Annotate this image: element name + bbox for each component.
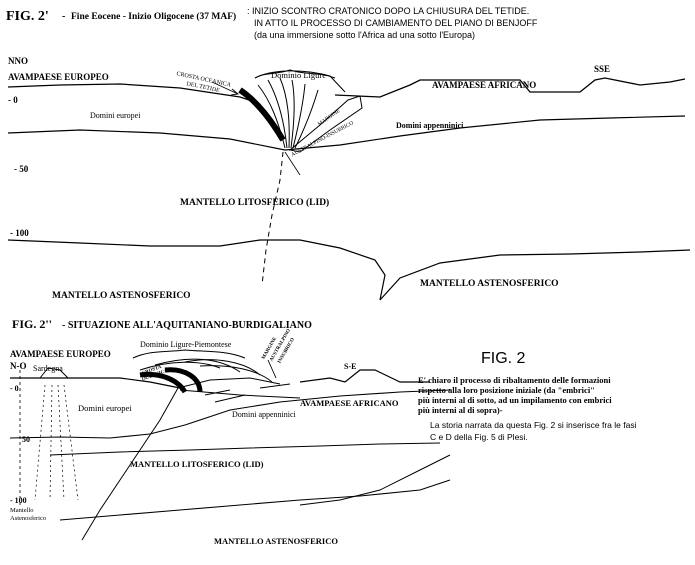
bottom-dash-3 xyxy=(57,384,65,501)
top-mantello-asteno-right: MANTELLO ASTENOSFERICO xyxy=(420,279,559,289)
bottom-lab xyxy=(59,479,451,521)
top-crosta-arrow xyxy=(211,81,239,95)
bottom-cross-section xyxy=(9,349,451,541)
top-imbricate-1 xyxy=(257,84,286,149)
side-bold-1: E' chiaro il processo di ribaltamento de… xyxy=(418,375,611,385)
bottom-crosta-band-1 xyxy=(139,371,188,394)
fig-bottom-title: - SITUAZIONE ALL'AQUITANIANO-BURDIGALIAN… xyxy=(62,320,312,331)
top-lab-right xyxy=(379,249,691,301)
top-imbricate-5 xyxy=(292,83,306,149)
fig-top-caption-2: IN ATTO IL PROCESSO DI CAMBIAMENTO DEL P… xyxy=(254,18,538,28)
top-oceanic-crust-band xyxy=(238,87,286,142)
top-avampaese-europeo: AVAMPAESE EUROPEO xyxy=(8,72,109,82)
bottom-crosta-1: CROSTA xyxy=(141,365,162,377)
top-imbricate-3 xyxy=(279,77,290,149)
bottom-moho-right xyxy=(184,389,451,426)
bottom-dominio-ligure-piemontese: Dominio Ligure-Piemontese xyxy=(140,340,232,349)
bottom-surface-right xyxy=(299,369,430,383)
bottom-avampaese-africano: AVAMPAESE AFRICANO xyxy=(300,398,399,408)
top-imbricate-4 xyxy=(290,79,295,149)
bottom-domini-europei: Domini europei xyxy=(78,403,132,413)
bottom-base-line xyxy=(49,442,441,456)
bottom-se: S-E xyxy=(344,362,356,371)
top-surface-left xyxy=(7,83,256,103)
bottom-moho-left xyxy=(9,424,186,439)
bottom-avampaese-europeo: AVAMPAESE EUROPEO xyxy=(10,349,111,359)
top-depth-0: - 0 xyxy=(8,95,18,105)
bottom-fan-base xyxy=(177,377,281,389)
bottom-fan-4 xyxy=(199,365,273,383)
top-depth-50: - 50 xyxy=(14,164,29,174)
side-bold-2: rispetto alla loro posizione iniziale (d… xyxy=(418,385,595,395)
bottom-subduction-plane xyxy=(81,387,179,541)
top-lab-left xyxy=(7,239,386,301)
top-surface-right xyxy=(334,77,686,98)
bottom-depth-0: - 0 xyxy=(10,384,19,393)
bottom-no: N-O xyxy=(10,361,27,371)
bottom-surface-left xyxy=(10,377,181,389)
bottom-lab-curve xyxy=(299,454,451,506)
bottom-fan-3 xyxy=(184,359,261,376)
bottom-dash-2 xyxy=(49,384,53,501)
bottom-depth-100: - 100 xyxy=(10,496,27,505)
top-crosta-arrowhead xyxy=(230,88,240,96)
top-cross-section xyxy=(7,69,691,301)
bottom-dash-1 xyxy=(34,384,46,501)
bottom-mantello-lito: MANTELLO LITOSFERICO (LID) xyxy=(130,459,264,469)
bottom-depth-50: 50 xyxy=(22,435,30,444)
bottom-thrust-3 xyxy=(259,383,291,389)
fig-top-caption-3: (da una immersione sotto l'Africa ad una… xyxy=(254,30,475,40)
fig-top-period: Fine Eocene - Inizio Oligocene (37 MAF) xyxy=(71,11,236,22)
top-depth-100: - 100 xyxy=(10,228,29,238)
top-slab-hint xyxy=(284,151,301,176)
bottom-sardegna-hill xyxy=(39,367,69,379)
top-moho-left xyxy=(7,129,286,151)
bottom-thrust-1 xyxy=(204,389,231,396)
bottom-mantello-small-2: Astenosferico xyxy=(10,515,46,522)
bottom-crosta-band-2 xyxy=(164,367,203,393)
bottom-domini-appenninici: Domini appenninici xyxy=(232,410,297,419)
side-note-1: La storia narrata da questa Fig. 2 si in… xyxy=(430,420,637,430)
top-margin-wedge xyxy=(288,95,363,153)
fig-top-dash: - xyxy=(62,11,65,22)
top-domini-europei: Domini europei xyxy=(90,111,141,120)
bottom-margine-arrow xyxy=(267,359,277,379)
side-bold-3: più interni al di sotto, ad un impilamen… xyxy=(418,395,612,405)
top-mantello-asteno-left: MANTELLO ASTENOSFERICO xyxy=(52,291,191,301)
top-nno: NNO xyxy=(8,56,28,66)
fig-top-caption-1: : INIZIO SCONTRO CRATONICO DOPO LA CHIUS… xyxy=(247,6,529,16)
side-fig-title: FIG. 2 xyxy=(481,350,526,367)
bottom-mantello-small-1: Mantello xyxy=(10,507,33,514)
top-domini-appenninici: Domini appenninici xyxy=(396,121,464,130)
side-note-2: C e D della Fig. 5 di Plesi. xyxy=(430,432,528,442)
top-dominio-ligure: Dominio Ligure xyxy=(271,70,326,80)
bottom-mantello-asteno: MANTELLO ASTENOSFERICO xyxy=(214,536,338,546)
top-dashed-plane xyxy=(261,151,284,286)
fig-bottom-label: FIG. 2'' xyxy=(12,317,52,331)
fig-top-label: FIG. 2' xyxy=(6,9,49,24)
top-avampaese-africano: AVAMPAESE AFRICANO xyxy=(432,80,536,90)
bottom-sardegna: Sardegna xyxy=(33,364,63,373)
top-imbricate-2 xyxy=(267,79,288,149)
bottom-dash-4 xyxy=(63,384,79,501)
top-sse: SSE xyxy=(594,64,610,74)
bottom-dominio-bracket xyxy=(132,349,246,359)
top-moho-right xyxy=(284,115,686,151)
side-bold-4: più interni al di sopra)- xyxy=(418,405,503,415)
top-mantello-lito: MANTELLO LITOSFERICO (LID) xyxy=(180,197,329,208)
bottom-thrust-2 xyxy=(214,394,246,403)
top-ligure-bracket xyxy=(254,69,336,79)
